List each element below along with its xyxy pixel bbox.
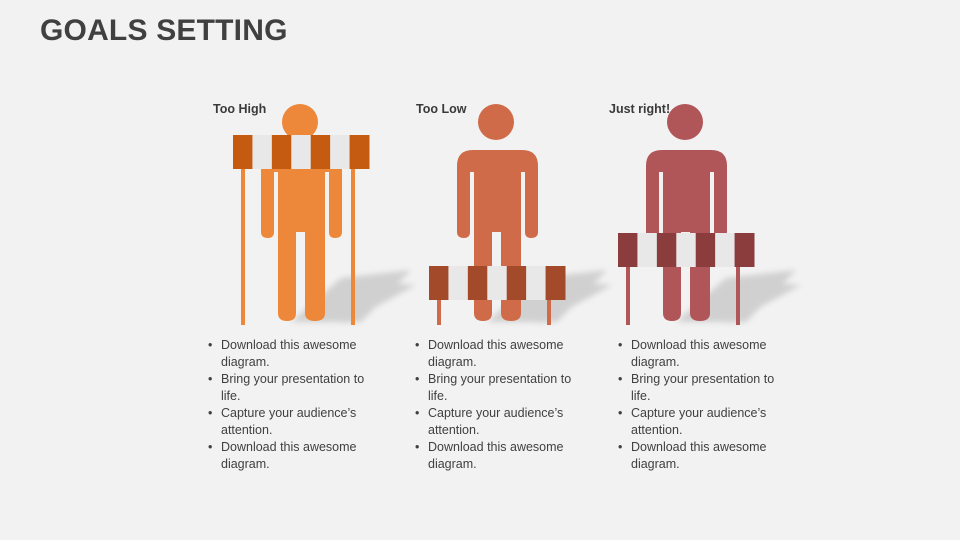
bullet-list-just-right: Download this awesome diagram. Bring you…	[618, 337, 781, 473]
barrier-stripe	[695, 233, 716, 267]
bullet-item: Capture your audience’s attention.	[618, 405, 781, 439]
bullet-item: Download this awesome diagram.	[208, 439, 371, 473]
barrier-stripe	[526, 266, 547, 300]
barrier-stripe	[618, 233, 638, 267]
barrier-stripe	[448, 266, 469, 300]
person-head	[478, 104, 514, 140]
barrier-stripe	[545, 266, 566, 300]
figure-label-too-high: Too High	[213, 102, 267, 116]
bullet-item: Bring your presentation to life.	[415, 371, 578, 405]
bullet-list-too-high: Download this awesome diagram. Bring you…	[208, 337, 371, 473]
barrier	[429, 266, 566, 300]
bullet-item: Download this awesome diagram.	[618, 337, 781, 371]
figure-too-low	[429, 104, 612, 325]
bullet-item: Download this awesome diagram.	[415, 337, 578, 371]
bullet-item: Bring your presentation to life.	[208, 371, 371, 405]
barrier-stripe	[252, 135, 273, 169]
bullet-item: Download this awesome diagram.	[618, 439, 781, 473]
bullet-item: Capture your audience’s attention.	[415, 405, 578, 439]
figure-label-just-right: Just right!	[609, 102, 671, 116]
person-torso	[646, 150, 727, 238]
bullet-item: Bring your presentation to life.	[618, 371, 781, 405]
barrier-stripe	[233, 135, 253, 169]
person-icon	[261, 104, 342, 321]
barrier-stripe	[291, 135, 312, 169]
barrier-post-right	[736, 267, 740, 325]
bullet-item: Capture your audience’s attention.	[208, 405, 371, 439]
person-leg-right	[305, 226, 325, 321]
person-leg-left	[278, 226, 296, 321]
barrier-post-right	[351, 169, 355, 325]
barrier-stripe	[271, 135, 292, 169]
barrier-stripe	[734, 233, 755, 267]
figure-just-right	[618, 104, 801, 325]
bullet-item: Download this awesome diagram.	[415, 439, 578, 473]
barrier-post-left	[626, 267, 630, 325]
barrier-stripe	[429, 266, 449, 300]
barrier	[618, 233, 755, 267]
person-torso	[457, 150, 538, 238]
barrier-post-right	[547, 300, 551, 325]
barrier-stripe	[715, 233, 736, 267]
figure-too-high	[233, 104, 416, 325]
barrier-stripe	[349, 135, 370, 169]
barrier-stripe	[310, 135, 331, 169]
slide-title: GOALS SETTING	[40, 14, 288, 47]
barrier	[233, 135, 370, 169]
bullet-item: Download this awesome diagram.	[208, 337, 371, 371]
person-head	[282, 104, 318, 140]
person-torso	[261, 150, 342, 238]
barrier-stripe	[656, 233, 677, 267]
barrier-stripe	[676, 233, 697, 267]
barrier-stripe	[506, 266, 527, 300]
barrier-stripe	[637, 233, 658, 267]
person-head	[667, 104, 703, 140]
barrier-stripe	[330, 135, 351, 169]
barrier-stripe	[467, 266, 488, 300]
bullet-list-too-low: Download this awesome diagram. Bring you…	[415, 337, 578, 473]
barrier-stripe	[487, 266, 508, 300]
barrier-post-left	[241, 169, 245, 325]
figure-label-too-low: Too Low	[416, 102, 467, 116]
barrier-post-left	[437, 300, 441, 325]
